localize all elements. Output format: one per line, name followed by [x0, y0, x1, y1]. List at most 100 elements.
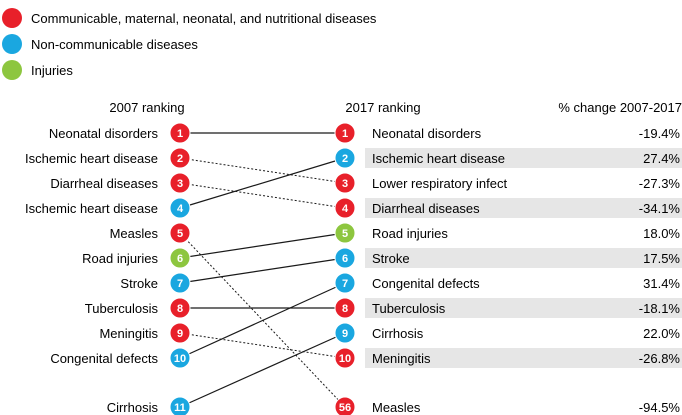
cause-2017-10: Meningitis	[372, 351, 431, 366]
right-rank-circle-3	[334, 172, 356, 194]
left-rank-number-5: 5	[177, 228, 183, 240]
left-rank-circle-1	[169, 122, 191, 144]
left-rank-circle-6	[169, 247, 191, 269]
right-rank-circle-56	[334, 396, 356, 415]
rank-connections	[179, 132, 346, 408]
legend-label-inj: Injuries	[31, 63, 73, 78]
right-rank-circle-10	[334, 347, 356, 369]
right-rank-circle-8	[334, 297, 356, 319]
left-rank-number-11: 11	[174, 402, 186, 414]
right-rank-badge-2: 2	[334, 147, 356, 169]
connection-11-to-9	[179, 332, 346, 408]
header-2007: 2007 ranking	[109, 100, 184, 115]
right-rank-number-9: 9	[342, 328, 348, 340]
cause-2007-10: Congenital defects	[50, 351, 158, 366]
shaded-row-2	[365, 148, 682, 168]
connection-6-to-5	[179, 232, 346, 259]
change-2017-9: 22.0%	[643, 326, 680, 341]
left-rank-circle-5	[169, 222, 191, 244]
column-headers: 2007 ranking 2017 ranking % change 2007-…	[109, 100, 682, 115]
cause-2007-9: Meningitis	[99, 326, 158, 341]
left-rank-circle-10	[169, 347, 191, 369]
header-2017: 2017 ranking	[345, 100, 420, 115]
right-rank-number-4: 4	[342, 203, 349, 215]
right-rank-badge-1: 1	[334, 122, 356, 144]
connection-4-to-2	[179, 157, 346, 209]
change-2017-3: -27.3%	[639, 176, 681, 191]
cause-2007-7: Stroke	[120, 276, 158, 291]
left-rank-number-3: 3	[177, 178, 183, 190]
legend-label-ncd: Non-communicable diseases	[31, 37, 198, 52]
shaded-row-4	[365, 198, 682, 218]
legend-label-cmnn: Communicable, maternal, neonatal, and nu…	[31, 11, 377, 26]
legend-swatch-ncd	[2, 34, 22, 54]
change-2017-1: -19.4%	[639, 126, 681, 141]
left-rank-number-8: 8	[177, 303, 183, 315]
right-rank-circle-2	[334, 147, 356, 169]
left-rank-badge-10: 10	[169, 347, 191, 369]
right-rank-circle-4	[334, 197, 356, 219]
left-rank-circle-9	[169, 322, 191, 344]
left-rank-circle-7	[169, 272, 191, 294]
left-rank-badge-1: 1	[169, 122, 191, 144]
change-2017-56: -94.5%	[639, 400, 681, 415]
left-rank-number-1: 1	[177, 128, 183, 140]
left-rank-number-10: 10	[174, 353, 186, 365]
left-rank-circle-11	[169, 396, 191, 415]
left-rank-circle-3	[169, 172, 191, 194]
right-rank-circle-6	[334, 247, 356, 269]
left-rank-badge-11: 11	[169, 396, 191, 415]
cause-2017-2: Ischemic heart disease	[372, 151, 505, 166]
cause-2017-56: Measles	[372, 400, 421, 415]
change-2017-6: 17.5%	[643, 251, 680, 266]
connection-7-to-6	[179, 257, 346, 284]
connection-10-to-7	[179, 282, 346, 359]
cause-2007-3: Diarrheal diseases	[50, 176, 158, 191]
change-2017-10: -26.8%	[639, 351, 681, 366]
right-rank-number-7: 7	[342, 278, 348, 290]
cause-2017-7: Congenital defects	[372, 276, 480, 291]
right-rank-circle-5	[334, 222, 356, 244]
left-rank-number-7: 7	[177, 278, 183, 290]
change-2017-7: 31.4%	[643, 276, 680, 291]
cause-2017-8: Tuberculosis	[372, 301, 446, 316]
right-rank-circle-7	[334, 272, 356, 294]
shaded-row-6	[365, 248, 682, 268]
right-rank-number-3: 3	[342, 178, 348, 190]
right-rank-badge-3: 3	[334, 172, 356, 194]
right-rank-number-56: 56	[339, 402, 351, 414]
left-rank-badge-5: 5	[169, 222, 191, 244]
left-rank-badge-6: 6	[169, 247, 191, 269]
row-shading	[365, 148, 682, 368]
cause-2007-8: Tuberculosis	[85, 301, 159, 316]
legend-swatch-cmnn	[2, 8, 22, 28]
right-rank-number-10: 10	[339, 353, 351, 365]
left-rank-badge-3: 3	[169, 172, 191, 194]
cause-2007-11: Cirrhosis	[107, 400, 159, 415]
cause-2017-6: Stroke	[372, 251, 410, 266]
left-rank-badge-9: 9	[169, 322, 191, 344]
right-rank-badge-56: 56	[334, 396, 356, 415]
cause-2017-4: Diarrheal diseases	[372, 201, 480, 216]
left-rank-number-6: 6	[177, 253, 183, 265]
header-change: % change 2007-2017	[558, 100, 682, 115]
right-rank-badge-8: 8	[334, 297, 356, 319]
right-rank-circle-9	[334, 322, 356, 344]
right-rank-number-8: 8	[342, 303, 348, 315]
connection-2-to-3	[179, 157, 346, 184]
left-rank-badge-4: 4	[169, 197, 191, 219]
shaded-row-8	[365, 298, 682, 318]
left-rank-number-2: 2	[177, 153, 183, 165]
left-rank-circle-4	[169, 197, 191, 219]
right-rank-number-6: 6	[342, 253, 348, 265]
change-2017-8: -18.1%	[639, 301, 681, 316]
right-rank-circle-1	[334, 122, 356, 144]
right-rank-badge-5: 5	[334, 222, 356, 244]
cause-2017-3: Lower respiratory infect	[372, 176, 507, 191]
right-rank-number-5: 5	[342, 228, 348, 240]
right-rank-badge-9: 9	[334, 322, 356, 344]
right-rank-number-2: 2	[342, 153, 348, 165]
